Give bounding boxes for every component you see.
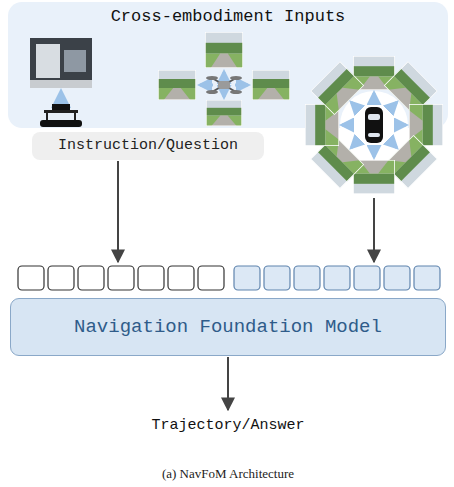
figure-caption: (a) NavFoM Architecture [162, 466, 294, 482]
node-title: Cross-embodiment Inputs [111, 7, 346, 27]
embodiment-illustration [0, 0, 454, 240]
input-panel: Cross-embodiment Inputs [8, 2, 448, 128]
visual-tokens [234, 266, 440, 290]
model-box: Navigation Foundation Model [10, 298, 446, 356]
text-tokens [18, 266, 224, 290]
output-label: Trajectory/Answer [151, 417, 304, 434]
instruction-box: Instruction/Question [32, 132, 264, 160]
input-arrow [373, 198, 375, 262]
instruction-arrow [117, 161, 119, 262]
output-arrow [227, 357, 229, 410]
node-title: Instruction/Question [58, 137, 238, 155]
node-title: Navigation Foundation Model [74, 316, 382, 339]
